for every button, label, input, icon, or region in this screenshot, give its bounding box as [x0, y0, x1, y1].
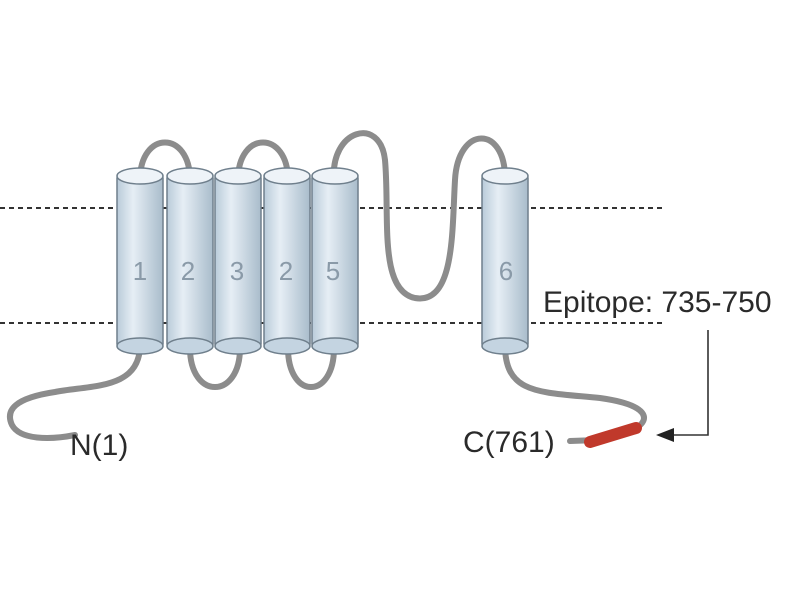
epitope-label: Epitope: 735-750	[543, 286, 772, 319]
helix-label: 5	[326, 256, 340, 286]
extracellular-loop-3	[330, 130, 508, 302]
extracellular-loop-1	[137, 139, 193, 183]
helix-label: 2	[279, 256, 293, 286]
epitope-arrow-line	[672, 330, 709, 436]
helix-label: 3	[230, 256, 244, 286]
c-terminal-tail	[502, 342, 647, 444]
helix-6: 6	[481, 167, 529, 355]
extracellular-loop-2	[235, 139, 291, 183]
epitope-segment	[584, 422, 642, 448]
helix-2: 2	[166, 167, 214, 355]
helix-1: 1	[116, 167, 164, 355]
epitope-arrow-head	[656, 428, 674, 442]
helix-5: 5	[311, 167, 359, 355]
c-terminus-label: C(761)	[463, 426, 555, 459]
helix-4: 2	[263, 167, 311, 355]
helix-label: 1	[133, 256, 147, 286]
intracellular-loop-1	[187, 345, 243, 390]
epitope-label-backdrop	[538, 283, 800, 319]
n-terminal-tail	[7, 342, 143, 441]
helix-label: 2	[181, 256, 195, 286]
intracellular-loop-2	[285, 345, 337, 390]
helix-label: 6	[499, 256, 513, 286]
n-terminus-label: N(1)	[70, 429, 128, 462]
helix-3: 3	[214, 167, 262, 355]
